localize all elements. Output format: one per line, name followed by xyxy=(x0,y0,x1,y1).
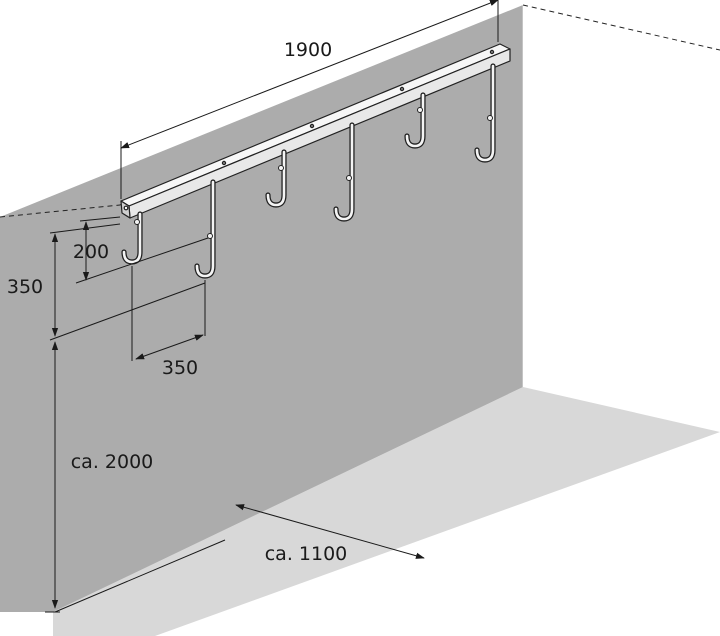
hook-4 xyxy=(333,122,355,222)
hook-3 xyxy=(265,149,287,208)
mount-height-label: ca. 2000 xyxy=(71,451,154,473)
dimension-floor-depth xyxy=(54,504,425,613)
rail-length-label: 1900 xyxy=(284,39,332,61)
dimension-hook-offset xyxy=(75,216,209,284)
dashed-outline xyxy=(0,4,720,218)
dimension-hook-spacing xyxy=(131,266,206,361)
dimension-mount-height xyxy=(45,341,60,613)
hook-spacing-label: 350 xyxy=(162,357,198,379)
dimension-rail-length xyxy=(120,0,499,199)
hook-1 xyxy=(121,211,143,265)
hook-height-label: 350 xyxy=(7,276,43,298)
dimension-hook-height xyxy=(49,223,206,341)
hook-offset-label: 200 xyxy=(73,241,109,263)
floor-depth-label: ca. 1100 xyxy=(265,543,348,565)
wall-plane xyxy=(0,5,523,612)
hook-2 xyxy=(194,179,216,279)
